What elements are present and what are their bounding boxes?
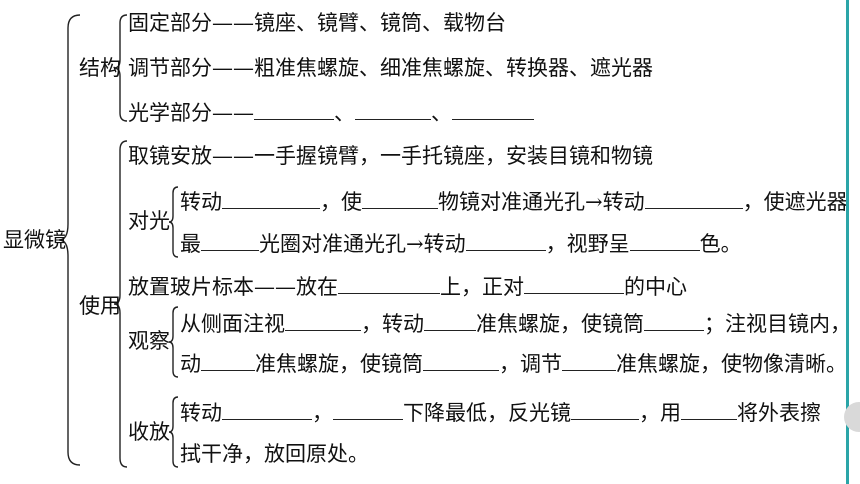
fixed-part-label: 固定部分 — [128, 11, 212, 35]
align-l2c: ，视野呈 — [545, 232, 630, 256]
place-a: 放置玻片标本——放在 — [128, 275, 338, 299]
align-line-2: 最 光圈对准通光孔→转动 ，视野呈 色。 — [180, 230, 742, 256]
usage-brace — [113, 140, 128, 468]
optical-part-sep: —— — [212, 101, 254, 125]
blank-observe-1[interactable] — [285, 310, 361, 331]
fixed-part-line: 固定部分——镜座、镜臂、镜筒、载物台 — [128, 10, 506, 36]
adjust-part-items: 粗准焦螺旋、细准焦螺旋、转换器、遮光器 — [254, 56, 653, 80]
align-l2d: 色。 — [699, 232, 742, 256]
blank-store-4[interactable] — [681, 399, 737, 420]
observe-l2b: 准焦螺旋，使镜筒 — [255, 352, 423, 376]
fixed-part-items: 镜座、镜臂、镜筒、载物台 — [254, 11, 506, 35]
place-line: 放置玻片标本——放在 上，正对 的中心 — [128, 273, 687, 299]
blank-align-5[interactable] — [465, 230, 546, 251]
observe-line-2: 动 准焦螺旋，使镜筒 ，调节 准焦螺旋，使物像清晰。 — [180, 350, 847, 376]
align-l1c: 物镜对准通光孔→转动 — [438, 190, 645, 214]
blank-observe-2[interactable] — [424, 310, 476, 331]
store-line-1: 转动 ， 下降最低，反光镜 ，用 将外表擦 — [180, 399, 821, 425]
adjust-part-sep: —— — [212, 56, 254, 80]
blank-align-1[interactable] — [222, 188, 320, 209]
corner-badge — [844, 402, 860, 432]
observe-l1b: ，转动 — [361, 312, 424, 336]
align-l1b: ，使 — [320, 190, 362, 214]
blank-store-2[interactable] — [333, 399, 403, 420]
root-label: 显微镜 — [3, 228, 66, 252]
observe-l2d: 准焦螺旋，使物像清晰。 — [616, 352, 847, 376]
blank-place-1[interactable] — [338, 273, 440, 294]
blank-align-6[interactable] — [629, 230, 700, 251]
observe-label: 观察 — [128, 329, 170, 353]
blank-optical-3[interactable] — [452, 99, 534, 120]
optical-part-line: 光学部分—— 、 、 — [128, 99, 534, 125]
blank-store-1[interactable] — [222, 399, 312, 420]
root-brace — [58, 14, 81, 466]
structure-label: 结构 — [79, 56, 121, 80]
blank-align-4[interactable] — [201, 230, 259, 251]
blank-align-3[interactable] — [644, 188, 743, 209]
blank-observe-4[interactable] — [201, 350, 255, 371]
adjust-part-label: 调节部分 — [128, 56, 212, 80]
align-brace — [168, 186, 179, 258]
observe-l2a: 动 — [180, 352, 201, 376]
store-line-2: 拭干净，放回原处。 — [180, 442, 369, 466]
store-brace — [168, 396, 179, 468]
adjust-part-line: 调节部分——粗准焦螺旋、细准焦螺旋、转换器、遮光器 — [128, 55, 653, 81]
blank-observe-3[interactable] — [644, 310, 704, 331]
align-line-1: 转动 ，使 物镜对准通光孔→转动 ，使遮光器上 — [180, 188, 860, 214]
usage-label: 使用 — [79, 294, 121, 318]
observe-l1d: ；注视目镜内，转 — [704, 312, 860, 336]
store-l1c: 下降最低，反光镜 — [403, 401, 571, 425]
align-label: 对光 — [128, 209, 170, 233]
blank-observe-5[interactable] — [423, 350, 499, 371]
blank-observe-6[interactable] — [562, 350, 616, 371]
align-l1a: 转动 — [180, 190, 222, 214]
blank-optical-2[interactable] — [355, 99, 431, 120]
align-l2a: 最 — [180, 232, 201, 256]
observe-l2c: ，调节 — [499, 352, 562, 376]
fixed-part-sep: —— — [212, 11, 254, 35]
place-b: 上，正对 — [440, 275, 524, 299]
store-l1a: 转动 — [180, 401, 222, 425]
store-l1e: 将外表擦 — [737, 401, 821, 425]
store-l1d: ，用 — [639, 401, 681, 425]
optical-comma-2: 、 — [431, 101, 452, 125]
blank-optical-1[interactable] — [254, 99, 334, 120]
blank-place-2[interactable] — [524, 273, 624, 294]
observe-brace — [168, 306, 179, 378]
align-l1d: ，使遮光器上 — [742, 190, 860, 214]
store-l1b: ， — [312, 401, 333, 425]
take-line: 取镜安放——一手握镜臂，一手托镜座，安装目镜和物镜 — [128, 144, 653, 168]
observe-line-1: 从侧面注视 ，转动 准焦螺旋，使镜筒 ；注视目镜内，转 — [180, 310, 860, 336]
right-edge-strip — [846, 0, 860, 484]
blank-align-2[interactable] — [362, 188, 438, 209]
store-label: 收放 — [128, 420, 170, 444]
optical-part-label: 光学部分 — [128, 101, 212, 125]
observe-l1a: 从侧面注视 — [180, 312, 285, 336]
blank-store-3[interactable] — [571, 399, 639, 420]
observe-l1c: 准焦螺旋，使镜筒 — [476, 312, 644, 336]
align-l2b: 光圈对准通光孔→转动 — [259, 232, 466, 256]
place-c: 的中心 — [624, 275, 687, 299]
optical-comma-1: 、 — [334, 101, 355, 125]
structure-brace — [113, 14, 128, 122]
